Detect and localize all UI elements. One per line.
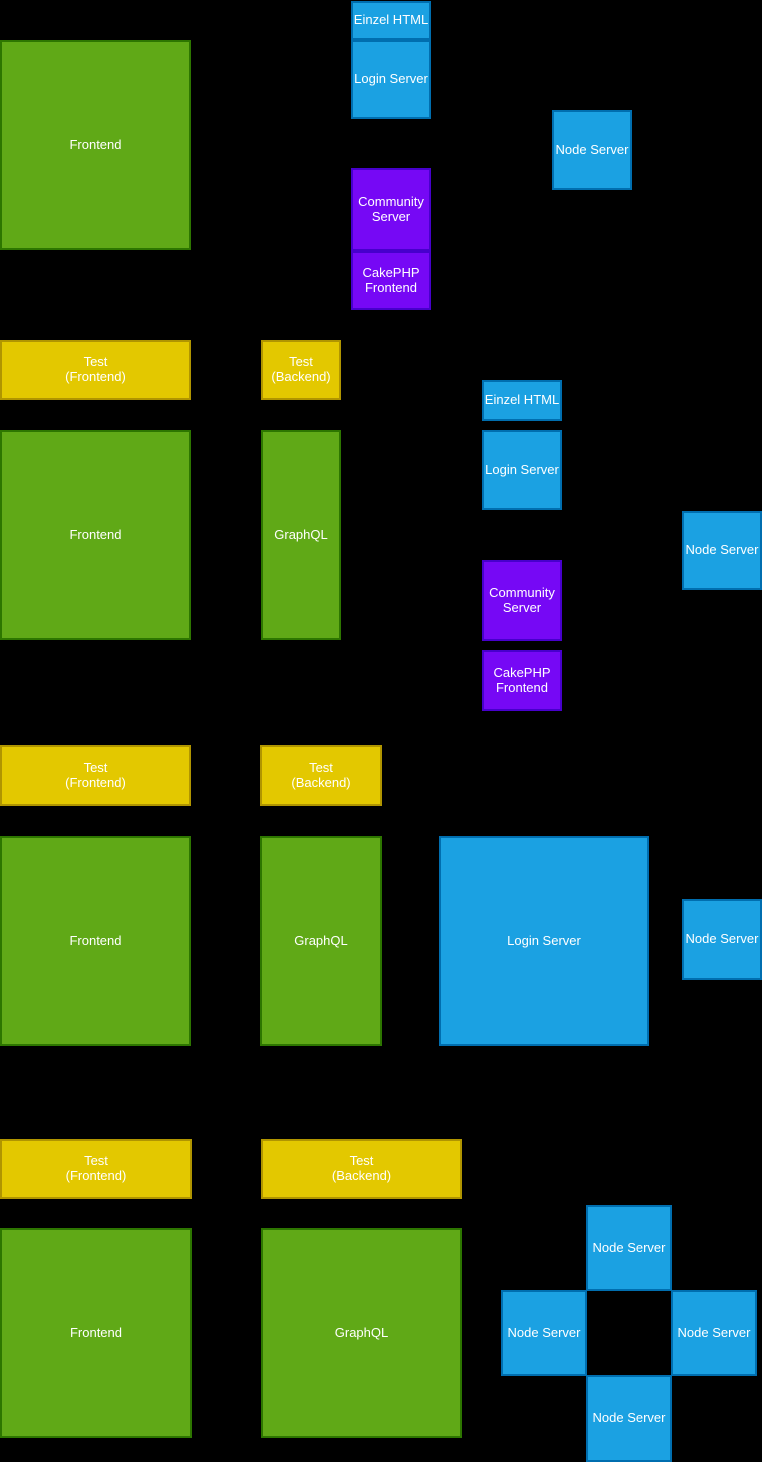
node-test-frontend[interactable]: Test (Frontend) (0, 340, 191, 400)
node-label: GraphQL (294, 932, 348, 948)
node-community-server[interactable]: Community Server (482, 560, 562, 641)
node-einzel-html[interactable]: Einzel HTML (482, 380, 562, 421)
node-einzel-html[interactable]: Einzel HTML (351, 1, 431, 40)
node-node-server-right[interactable]: Node Server (671, 1290, 757, 1376)
node-node-server[interactable]: Node Server (682, 511, 762, 590)
node-label: Login Server (354, 71, 428, 87)
node-label: Node Server (592, 1239, 666, 1255)
node-label: Frontend (69, 526, 122, 542)
node-label: Test (Backend) (291, 759, 351, 790)
node-label: Test (Backend) (331, 1153, 392, 1183)
node-label: Frontend (69, 1324, 123, 1340)
node-label: CakePHP Frontend (362, 264, 420, 295)
node-cakephp-frontend[interactable]: CakePHP Frontend (482, 650, 562, 711)
node-login-server[interactable]: Login Server (351, 40, 431, 119)
node-label: Node Server (685, 931, 759, 947)
node-test-frontend[interactable]: Test (Frontend) (0, 1139, 192, 1199)
node-test-backend[interactable]: Test (Backend) (260, 745, 382, 806)
node-graphql[interactable]: GraphQL (260, 836, 382, 1046)
node-label: Node Server (555, 141, 629, 157)
node-label: Node Server (685, 542, 759, 558)
node-login-server[interactable]: Login Server (482, 430, 562, 510)
node-node-server-bottom[interactable]: Node Server (586, 1375, 672, 1462)
node-label: Node Server (677, 1324, 751, 1340)
node-label: Community Server (358, 193, 424, 224)
node-frontend[interactable]: Frontend (0, 430, 191, 640)
node-label: Node Server (592, 1410, 666, 1426)
node-test-backend[interactable]: Test (Backend) (261, 340, 341, 400)
node-label: GraphQL (274, 526, 328, 542)
node-graphql[interactable]: GraphQL (261, 430, 341, 640)
node-node-server[interactable]: Node Server (552, 110, 632, 190)
node-label: Frontend (69, 932, 122, 948)
node-node-server-top[interactable]: Node Server (586, 1205, 672, 1291)
node-frontend[interactable]: Frontend (0, 40, 191, 250)
node-graphql[interactable]: GraphQL (261, 1228, 462, 1438)
node-test-backend[interactable]: Test (Backend) (261, 1139, 462, 1199)
node-label: Community Server (489, 584, 555, 615)
node-label: Test (Backend) (271, 354, 331, 384)
node-label: Test (Frontend) (65, 1153, 127, 1183)
node-login-server[interactable]: Login Server (439, 836, 649, 1046)
node-label: Test (Frontend) (65, 354, 126, 384)
node-node-server-left[interactable]: Node Server (501, 1290, 587, 1376)
node-label: Login Server (507, 932, 581, 948)
node-label: Node Server (507, 1324, 581, 1340)
node-label: Einzel HTML (353, 12, 429, 28)
node-label: Frontend (69, 136, 122, 152)
node-frontend[interactable]: Frontend (0, 836, 191, 1046)
node-label: Test (Frontend) (65, 759, 126, 790)
node-cakephp-frontend[interactable]: CakePHP Frontend (351, 251, 431, 310)
node-label: GraphQL (334, 1324, 389, 1340)
node-frontend[interactable]: Frontend (0, 1228, 192, 1438)
node-label: Einzel HTML (484, 392, 560, 408)
node-node-server[interactable]: Node Server (682, 899, 762, 980)
node-label: Login Server (485, 461, 559, 477)
node-community-server[interactable]: Community Server (351, 168, 431, 251)
node-label: CakePHP Frontend (493, 664, 551, 695)
node-test-frontend[interactable]: Test (Frontend) (0, 745, 191, 806)
